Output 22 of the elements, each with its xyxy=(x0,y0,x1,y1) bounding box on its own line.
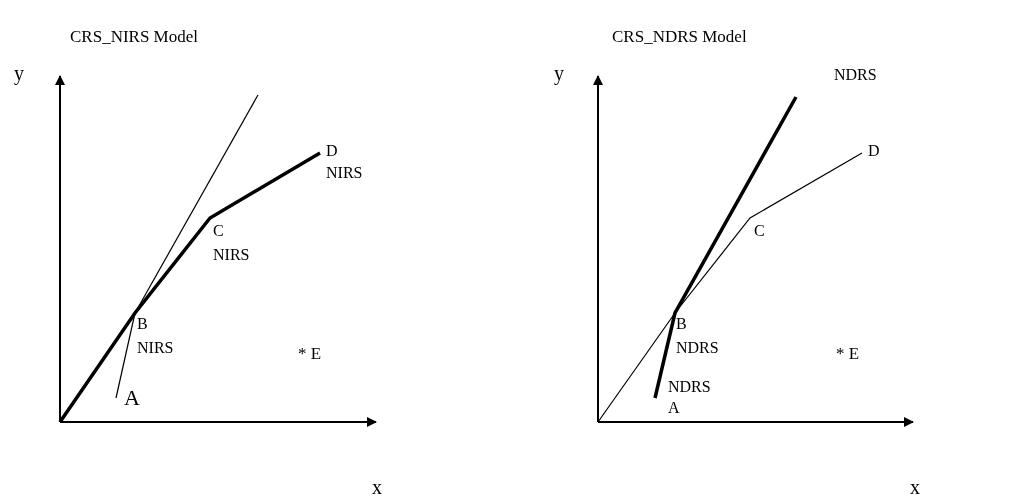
axis-label: y xyxy=(554,62,564,84)
point-label: * E xyxy=(298,345,322,364)
chart-title: CRS_NIRS Model xyxy=(70,28,198,47)
chart-title: CRS_NDRS Model xyxy=(612,28,747,47)
point-label: A xyxy=(668,399,680,417)
point-label: A xyxy=(124,386,140,411)
frontier-label: NIRS xyxy=(326,164,363,182)
point-label: B xyxy=(676,315,687,333)
frontier-label: NDRS xyxy=(676,339,719,357)
point-label: D xyxy=(326,142,338,160)
axis-label: x xyxy=(372,476,382,498)
point-label: C xyxy=(754,222,765,240)
frontier-label: NIRS xyxy=(213,246,250,264)
point-label: B xyxy=(137,315,148,333)
frontier-label: NDRS xyxy=(668,378,711,396)
point-label: C xyxy=(213,222,224,240)
point-label: D xyxy=(868,142,880,160)
point-label: * E xyxy=(836,345,860,364)
frontier-label: NDRS xyxy=(834,66,877,84)
axis-label: x xyxy=(910,476,920,498)
frontier-label: NIRS xyxy=(137,339,174,357)
axis-label: y xyxy=(14,62,24,84)
